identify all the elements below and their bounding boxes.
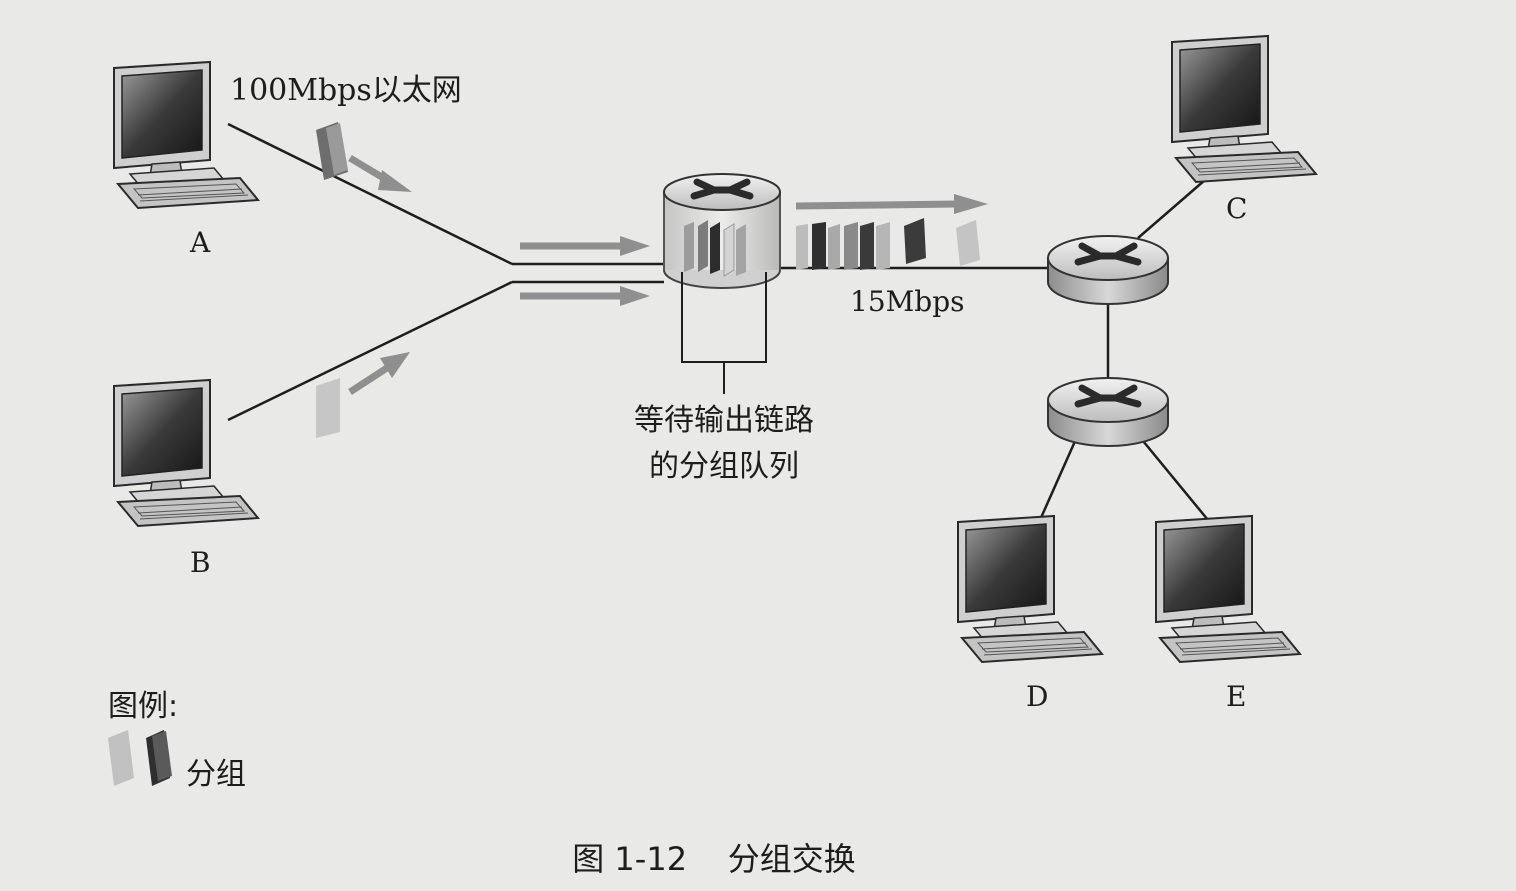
link-e	[1133, 429, 1209, 521]
host-label-d: D	[1026, 680, 1048, 713]
link-a	[227, 122, 513, 266]
queue-bracket	[681, 272, 767, 394]
computer-icon-e	[1155, 515, 1301, 663]
link-c	[1137, 179, 1206, 239]
router-icon-right-top	[1048, 236, 1168, 304]
legend-packet-label: 分组	[186, 757, 246, 792]
host-label-c: C	[1226, 192, 1247, 225]
flow-arrows	[348, 154, 988, 395]
host-label-a: A	[189, 226, 211, 259]
legend-title: 图例:	[108, 689, 178, 724]
queue-label-line2: 的分组队列	[649, 449, 799, 484]
computer-icon-b	[113, 379, 259, 527]
arrow-a	[348, 154, 412, 192]
legend-packet-icon	[108, 730, 172, 786]
ethernet-link-label: 100Mbps以太网	[230, 73, 462, 108]
link-d	[1038, 429, 1082, 521]
output-rate-label: 15Mbps	[850, 285, 965, 318]
arrow-trunk-bottom	[520, 286, 650, 306]
host-label-b: B	[190, 546, 211, 579]
router-icon-central	[663, 173, 781, 289]
arrow-b	[348, 352, 410, 395]
figure-caption: 图 1-12 分组交换	[572, 840, 856, 878]
packet-a-in-flight	[316, 122, 348, 180]
host-label-e: E	[1226, 680, 1246, 713]
queue-label-line1: 等待输出链路	[634, 403, 814, 438]
router-icon-right-bottom	[1048, 378, 1168, 446]
arrow-trunk-top	[520, 236, 650, 256]
arrow-output	[795, 194, 988, 214]
computer-icon-d	[957, 515, 1103, 663]
packet-b-in-flight	[316, 378, 340, 438]
queued-packets	[684, 220, 746, 277]
computer-icon-c	[1171, 35, 1317, 183]
link-b	[227, 280, 513, 422]
output-link-packets	[796, 218, 980, 270]
